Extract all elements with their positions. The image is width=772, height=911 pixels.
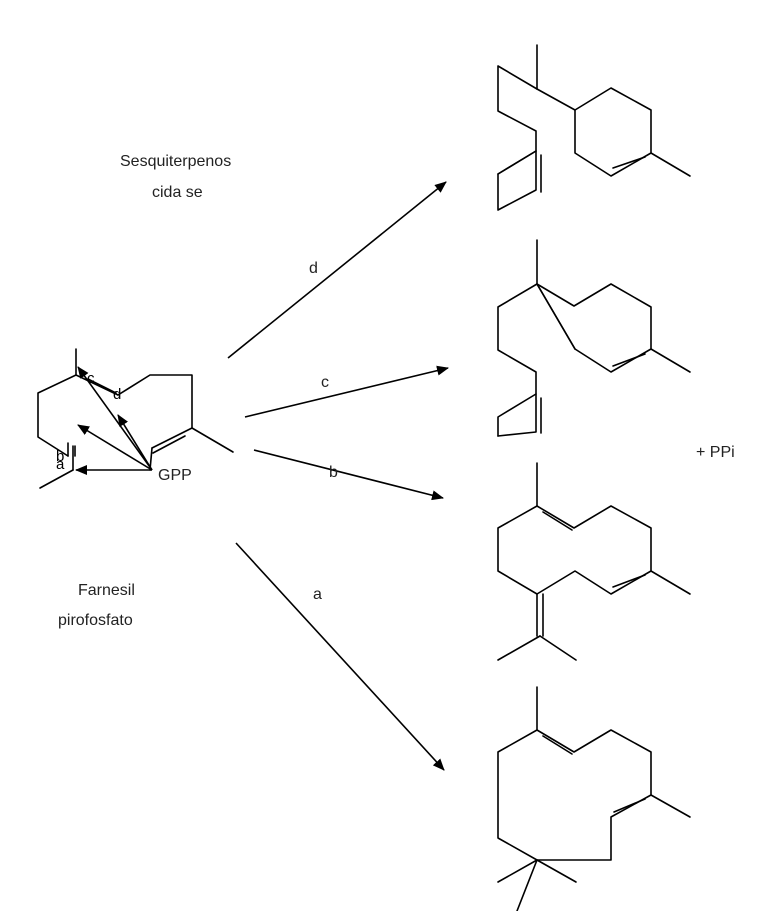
product-d-structure (497, 44, 691, 211)
inner-label-c: c (87, 370, 95, 387)
enzyme-label-line2: cida se (152, 184, 203, 201)
pathway-label-b: b (329, 464, 338, 481)
product-a-structure (497, 686, 691, 911)
inner-label-b: b (56, 448, 64, 465)
enzyme-label-line1: Sesquiterpenos (120, 153, 231, 170)
product-b-structure (497, 462, 691, 661)
farnesyl-pyrophosphate-structure (37, 348, 234, 489)
inner-label-d: d (113, 386, 121, 403)
gpp-label: GPP (158, 467, 192, 484)
product-c-structure (497, 239, 691, 437)
arrow-c (244, 365, 449, 418)
substrate-label-line1: Farnesil (78, 582, 135, 599)
arrow-b (253, 449, 444, 501)
substrate-label-line2: pirofosfato (58, 612, 133, 629)
pathway-label-a: a (313, 586, 322, 603)
pathway-label-c: c (321, 374, 329, 391)
pathway-label-d: d (309, 260, 318, 277)
arrow-d (227, 181, 447, 359)
inner-label-a: a (56, 456, 65, 473)
arrow-a (235, 542, 445, 771)
byproduct-label: + PPi (696, 444, 735, 461)
